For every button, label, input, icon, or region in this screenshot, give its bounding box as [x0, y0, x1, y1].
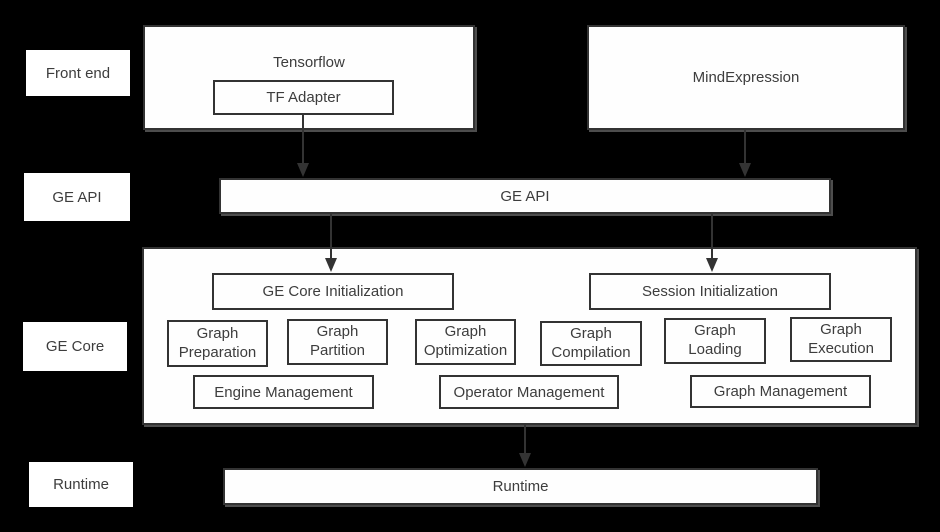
row-label-ge-api-text: GE API [52, 188, 102, 206]
graph-compilation-box: Graph Compilation [540, 321, 642, 366]
mindexpression-label: MindExpression [692, 69, 800, 86]
arrow-ge-core-to-runtime [524, 425, 526, 454]
operator-management-box: Operator Management [439, 375, 619, 409]
arrow-tf-adapter-to-ge-api [302, 115, 304, 164]
tensorflow-label: Tensorflow [273, 54, 345, 71]
row-label-front-end-text: Front end [45, 64, 111, 82]
runtime-bar: Runtime [223, 468, 818, 505]
engine-management-label: Engine Management [214, 383, 353, 401]
arrow-ge-api-to-session-initialization [711, 214, 713, 259]
row-label-runtime: Runtime [29, 462, 133, 507]
arrow-ge-api-to-ge-core-initialization-head [325, 258, 337, 272]
arrow-ge-api-to-session-initialization-head [706, 258, 718, 272]
operator-management-label: Operator Management [453, 383, 605, 401]
graph-compilation-label: Graph Compilation [551, 324, 631, 361]
session-initialization-label: Session Initialization [642, 283, 778, 300]
tf-adapter-box: TF Adapter [213, 80, 394, 115]
graph-management-label: Graph Management [713, 383, 848, 400]
graph-loading-box: Graph Loading [664, 318, 766, 364]
arrow-mindexpression-to-ge-api [744, 130, 746, 164]
graph-management-box: Graph Management [690, 375, 871, 408]
runtime-bar-label: Runtime [492, 478, 549, 495]
graph-execution-box: Graph Execution [790, 317, 892, 362]
ge-core-initialization-label: GE Core Initialization [262, 283, 404, 300]
row-label-ge-core: GE Core [23, 322, 127, 371]
graph-optimization-label: Graph Optimization [423, 323, 508, 359]
ge-api-bar: GE API [219, 178, 831, 214]
tf-adapter-label: TF Adapter [266, 89, 341, 106]
arrow-mindexpression-to-ge-api-head [739, 163, 751, 177]
arrow-ge-core-to-runtime-head [519, 453, 531, 467]
session-initialization-box: Session Initialization [589, 273, 831, 310]
mindexpression-box: MindExpression [587, 25, 905, 130]
graph-preparation-label: Graph Preparation [178, 324, 257, 361]
row-label-ge-api: GE API [24, 173, 130, 221]
ge-core-initialization-box: GE Core Initialization [212, 273, 454, 310]
graph-partition-label: Graph Partition [309, 323, 366, 359]
graph-partition-box: Graph Partition [287, 319, 388, 365]
row-label-front-end: Front end [26, 50, 130, 96]
graph-loading-label: Graph Loading [688, 322, 742, 358]
row-label-ge-core-text: GE Core [45, 338, 105, 355]
ge-api-bar-label: GE API [500, 187, 550, 205]
arrow-tf-adapter-to-ge-api-head [297, 163, 309, 177]
row-label-runtime-text: Runtime [53, 476, 109, 493]
engine-management-box: Engine Management [193, 375, 374, 409]
graph-optimization-box: Graph Optimization [415, 319, 516, 365]
arrow-ge-api-to-ge-core-initialization [330, 214, 332, 259]
graph-preparation-box: Graph Preparation [167, 320, 268, 367]
graph-execution-label: Graph Execution [808, 320, 874, 357]
